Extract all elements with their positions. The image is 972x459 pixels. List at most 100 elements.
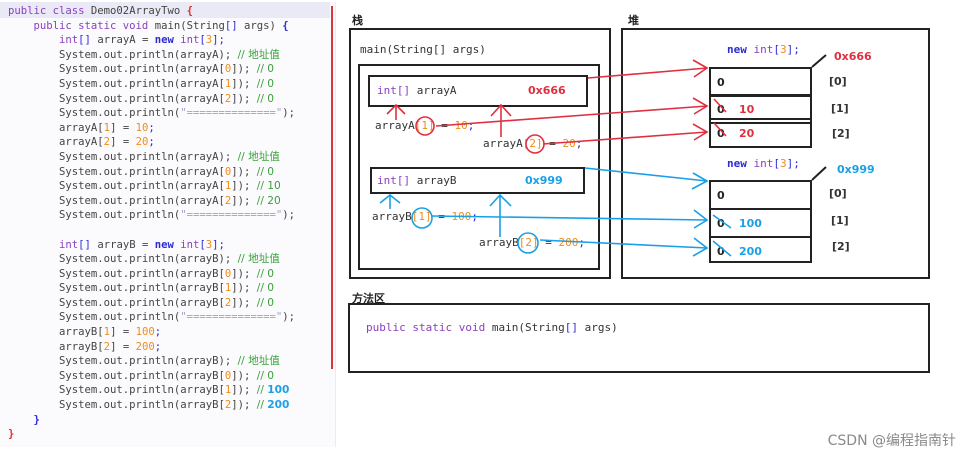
- code-margin-line: [331, 6, 333, 369]
- code-token: // 地址值: [237, 355, 280, 368]
- code-token: System.out.println(arrayA[: [8, 165, 225, 178]
- code-token: "==============": [180, 107, 283, 120]
- code-panel: public class Demo02ArrayTwo { public sta…: [0, 2, 336, 447]
- code-line: System.out.println(arrayA[2]); // 20: [8, 194, 295, 209]
- code-token: // 0: [256, 63, 275, 76]
- code-line: int[] arrayA = new int[3];: [8, 33, 295, 48]
- method-area-box: [348, 303, 930, 373]
- code-token: // 地址值: [237, 48, 280, 61]
- code-line: System.out.println(arrayB); // 地址值: [8, 354, 295, 369]
- code-token: {: [282, 19, 289, 32]
- code-token: ] =: [110, 136, 136, 149]
- code-token: 2: [224, 194, 232, 207]
- code-line: System.out.println(arrayA); // 地址值: [8, 150, 295, 165]
- code-token: // 0: [256, 92, 275, 105]
- code-token: ] =: [110, 340, 136, 353]
- main-frame-box: [358, 64, 600, 270]
- heap-arrayB-index-0: [0]: [829, 187, 847, 200]
- arrayB-address: 0x999: [525, 174, 563, 187]
- code-line: [8, 223, 295, 238]
- code-token: ]);: [231, 399, 257, 412]
- code-token: arrayB[: [8, 326, 104, 339]
- code-token: );: [282, 209, 296, 222]
- code-token: [: [199, 34, 206, 47]
- code-token: "==============": [180, 311, 283, 324]
- code-line: System.out.println(arrayB[2]); // 0: [8, 296, 295, 311]
- code-line: arrayB[1] = 100;: [8, 325, 295, 340]
- code-token: ]);: [231, 92, 257, 105]
- code-token: 1: [224, 180, 232, 193]
- code-token: System.out.println(: [8, 311, 181, 324]
- watermark: CSDN @编程指南针: [827, 433, 956, 449]
- code-token: main(String: [154, 19, 225, 32]
- code-token: System.out.println(arrayA);: [8, 150, 238, 163]
- code-token: arrayA[: [8, 136, 104, 149]
- heap-arrayA-cell-0: 0: [709, 67, 812, 97]
- code-token: 10: [135, 121, 149, 134]
- code-token: // 0: [256, 369, 275, 382]
- code-line: System.out.println(arrayA[0]); // 0: [8, 165, 295, 180]
- code-token: int: [8, 238, 79, 251]
- code-token: ;: [154, 326, 162, 339]
- heap-title: 堆: [628, 14, 639, 27]
- code-token: 2: [103, 340, 111, 353]
- code-line: arrayB[2] = 200;: [8, 340, 295, 355]
- code-listing: public class Demo02ArrayTwo { public sta…: [8, 4, 295, 442]
- code-token: int: [180, 34, 200, 47]
- code-token: System.out.println(arrayB[: [8, 267, 225, 280]
- code-token: System.out.println(arrayA);: [8, 48, 238, 61]
- code-token: 20: [135, 136, 149, 149]
- code-token: public class: [8, 5, 91, 17]
- code-token: 200: [135, 340, 155, 353]
- arrayA-address: 0x666: [528, 84, 566, 97]
- code-token: System.out.println(arrayA[: [8, 180, 225, 193]
- code-token: new: [154, 238, 181, 251]
- code-token: {: [186, 5, 193, 17]
- code-token: );: [282, 311, 296, 324]
- code-line: System.out.println(arrayB[1]); // 0: [8, 281, 295, 296]
- code-token: 1: [224, 384, 232, 397]
- code-token: 1: [103, 326, 111, 339]
- code-token: // 0: [256, 77, 275, 90]
- code-token: System.out.println(arrayB[: [8, 399, 225, 412]
- arrayB-name: arrayB: [410, 174, 457, 187]
- code-line: System.out.println(arrayA[1]); // 10: [8, 179, 295, 194]
- code-line: System.out.println(arrayA[2]); // 0: [8, 92, 295, 107]
- code-line: public static void main(String[] args) {: [8, 19, 295, 34]
- code-token: ]);: [231, 63, 257, 76]
- code-token: args): [237, 19, 283, 32]
- stack-frame-label: main(String[] args): [360, 43, 486, 56]
- heap-arrayB-address: 0x999: [837, 163, 875, 176]
- code-token: "==============": [180, 209, 283, 222]
- heap-arrayB-index-1: [1]: [831, 214, 849, 227]
- code-line: arrayA[1] = 10;: [8, 121, 295, 136]
- code-token: // 0: [256, 282, 275, 295]
- code-line: System.out.println(arrayB[0]); // 0: [8, 267, 295, 282]
- code-token: ;: [154, 340, 162, 353]
- code-token: System.out.println(arrayB[: [8, 369, 225, 382]
- code-token: ;: [148, 136, 155, 149]
- code-token: System.out.println(arrayB);: [8, 355, 238, 368]
- code-line: System.out.println("==============");: [8, 208, 295, 223]
- code-token: ;: [148, 121, 155, 134]
- code-token: // 20: [256, 194, 281, 207]
- code-line: arrayA[2] = 20;: [8, 135, 295, 150]
- heap-arrayA-index-2: [2]: [832, 127, 850, 140]
- code-token: System.out.println(arrayA[: [8, 92, 225, 105]
- code-token: ] =: [110, 326, 136, 339]
- code-token: arrayA[: [8, 121, 104, 134]
- code-token: // 10: [256, 180, 281, 193]
- code-line: System.out.println("==============");: [8, 106, 295, 121]
- code-token: Demo02ArrayTwo: [90, 5, 187, 17]
- code-token: // 0: [256, 267, 275, 280]
- code-token: System.out.println(: [8, 107, 181, 120]
- code-token: 0: [224, 267, 232, 280]
- code-line: System.out.println(arrayA[1]); // 0: [8, 77, 295, 92]
- code-token: ]);: [231, 77, 257, 90]
- code-token: System.out.println(arrayA[: [8, 63, 225, 76]
- heap-arrayB-cell-0: 0: [709, 180, 812, 210]
- code-token: 3: [205, 34, 213, 47]
- code-line: }: [8, 413, 295, 428]
